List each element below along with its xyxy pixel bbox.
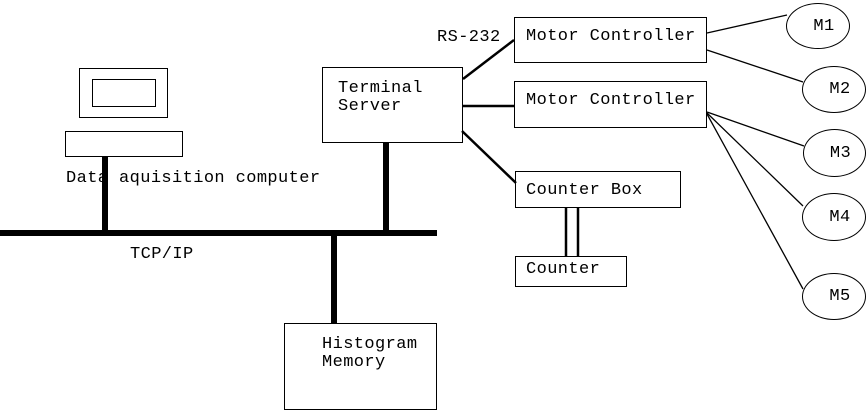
motor-m1-label: M1 (813, 16, 835, 36)
computer-keyboard-icon (65, 131, 183, 157)
histogram-memory-label: Histogram Memory (322, 335, 418, 372)
motor-controller-1-box: Motor Controller (514, 17, 707, 63)
motor-m4-label: M4 (829, 207, 851, 227)
motor-m3-label: M3 (829, 143, 852, 163)
counter-box-node: Counter (515, 256, 627, 287)
motor-m2-label: M2 (829, 80, 851, 99)
motor-controller-2-to-m5-line (706, 113, 804, 290)
motor-m4-ellipse: M4 (802, 193, 866, 241)
counter-box-label: Counter Box (526, 181, 643, 200)
motor-controller-1-to-m2-line (706, 49, 804, 83)
data-acquisition-computer-label: Data aquisition computer (66, 169, 321, 188)
rs232-label: RS-232 (437, 28, 501, 47)
histogram-memory-box: Histogram Memory (284, 323, 437, 410)
tcp-ip-label: TCP/IP (130, 245, 194, 264)
motor-controller-1-to-m1-line (706, 14, 788, 34)
motor-controller-2-to-m4-line (706, 112, 804, 207)
counter-box-box: Counter Box (515, 171, 681, 208)
motor-m1-ellipse: M1 (786, 3, 850, 49)
motor-controller-1-label: Motor Controller (526, 27, 696, 46)
motor-m5-ellipse: M5 (802, 273, 866, 320)
terminal-server-label: Terminal Server (338, 79, 423, 116)
motor-m5-label: M5 (829, 287, 851, 306)
counter-label: Counter (526, 260, 601, 279)
terminal-server-to-counter-box-line (461, 130, 517, 184)
motor-controller-2-box: Motor Controller (514, 81, 707, 128)
terminal-server-box: Terminal Server (322, 67, 463, 143)
computer-screen-icon (92, 79, 156, 107)
motor-controller-2-label: Motor Controller (526, 91, 696, 110)
motor-m3-ellipse: M3 (803, 129, 866, 177)
motor-m2-ellipse: M2 (802, 66, 866, 113)
motor-controller-2-to-m3-line (706, 111, 805, 147)
